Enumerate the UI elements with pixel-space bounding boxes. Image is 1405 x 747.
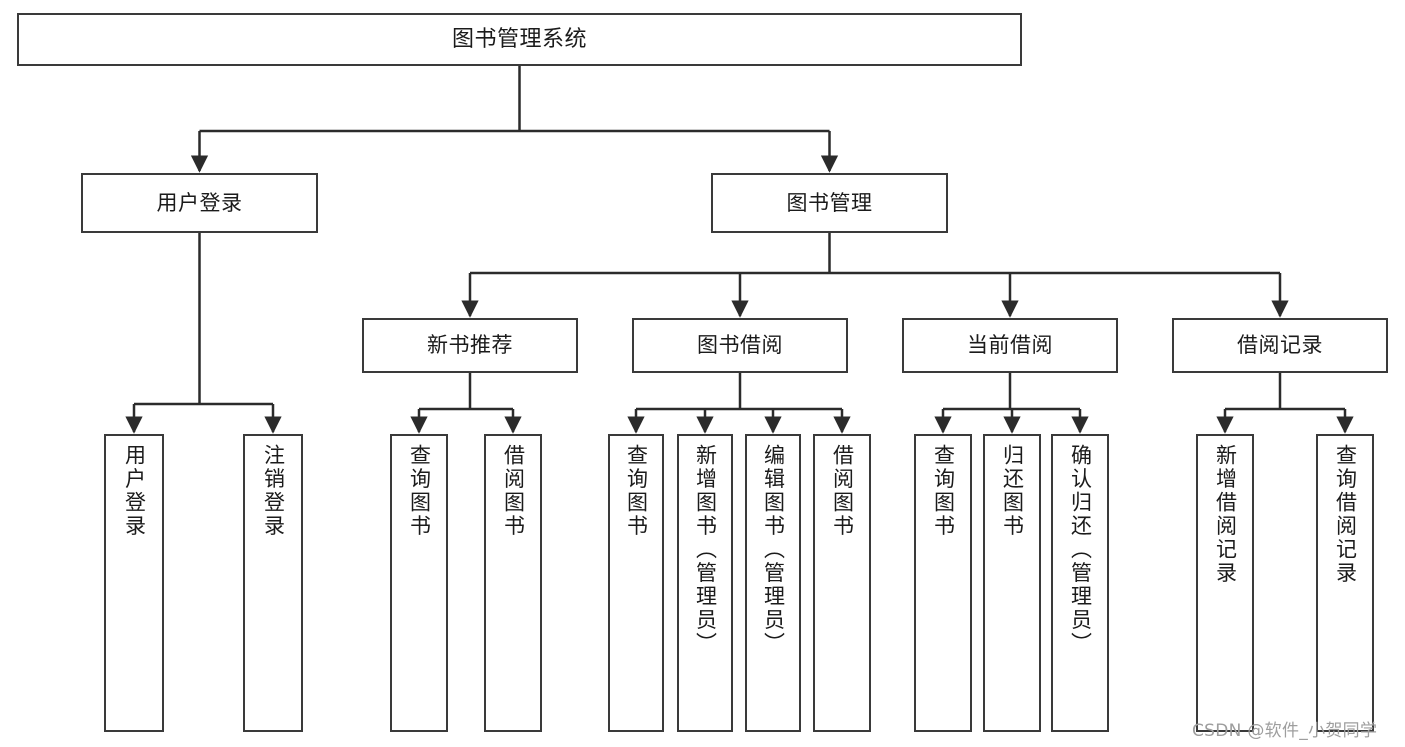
node-label: 当前借阅 bbox=[967, 333, 1053, 358]
node-label: 确认归还（管理员） bbox=[1068, 444, 1093, 656]
node-label: 新增图书（管理员） bbox=[693, 444, 718, 656]
node-current[interactable]: 当前借阅 bbox=[902, 318, 1118, 373]
node-label: 注销登录 bbox=[261, 444, 286, 538]
node-label: 借阅图书 bbox=[830, 444, 855, 538]
node-bookmgmt[interactable]: 图书管理 bbox=[711, 173, 948, 233]
node-label: 查询图书 bbox=[931, 444, 956, 538]
node-leaf-edit[interactable]: 编辑图书（管理员） bbox=[745, 434, 801, 732]
node-leaf-borrow1[interactable]: 借阅图书 bbox=[484, 434, 542, 732]
node-label: 借阅图书 bbox=[501, 444, 526, 538]
node-leaf-query2[interactable]: 查询图书 bbox=[608, 434, 664, 732]
node-label: 图书管理 bbox=[786, 190, 873, 215]
node-label: 新增借阅记录 bbox=[1213, 444, 1238, 585]
node-leaf-borrow2[interactable]: 借阅图书 bbox=[813, 434, 871, 732]
node-leaf-confirm[interactable]: 确认归还（管理员） bbox=[1051, 434, 1109, 732]
node-leaf-queryrec[interactable]: 查询借阅记录 bbox=[1316, 434, 1374, 732]
node-label: 用户登录 bbox=[156, 190, 243, 215]
node-leaf-query3[interactable]: 查询图书 bbox=[914, 434, 972, 732]
node-label: 新书推荐 bbox=[427, 333, 513, 358]
csdn-watermark: CSDN @软件_小贺同学 bbox=[1192, 721, 1378, 741]
node-label: 查询借阅记录 bbox=[1333, 444, 1358, 585]
node-newbooks[interactable]: 新书推荐 bbox=[362, 318, 578, 373]
node-label: 编辑图书（管理员） bbox=[761, 444, 786, 656]
node-leaf-add[interactable]: 新增图书（管理员） bbox=[677, 434, 733, 732]
node-leaf-logout[interactable]: 注销登录 bbox=[243, 434, 303, 732]
node-label: 查询图书 bbox=[407, 444, 432, 538]
node-label: 借阅记录 bbox=[1237, 333, 1323, 358]
node-label: 图书借阅 bbox=[697, 333, 783, 358]
node-leaf-login[interactable]: 用户登录 bbox=[104, 434, 164, 732]
node-login[interactable]: 用户登录 bbox=[81, 173, 318, 233]
node-leaf-return[interactable]: 归还图书 bbox=[983, 434, 1041, 732]
node-label: 图书管理系统 bbox=[451, 26, 587, 52]
node-borrow[interactable]: 图书借阅 bbox=[632, 318, 848, 373]
node-root[interactable]: 图书管理系统 bbox=[17, 13, 1022, 66]
node-label: 查询图书 bbox=[624, 444, 649, 538]
node-leaf-addrec[interactable]: 新增借阅记录 bbox=[1196, 434, 1254, 732]
node-records[interactable]: 借阅记录 bbox=[1172, 318, 1388, 373]
node-label: 归还图书 bbox=[1000, 444, 1025, 538]
node-label: 用户登录 bbox=[122, 444, 147, 538]
node-leaf-query1[interactable]: 查询图书 bbox=[390, 434, 448, 732]
